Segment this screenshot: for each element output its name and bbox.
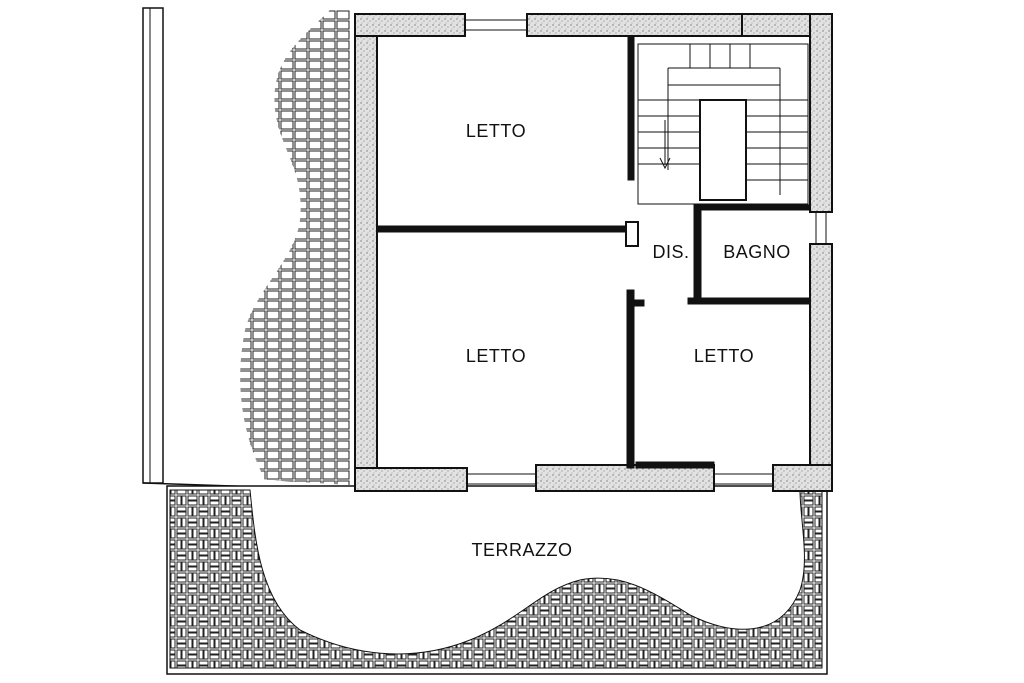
staircase [637,43,809,205]
room-label-letto-right: LETTO [694,346,754,366]
outer-walls [354,13,833,492]
room-label-letto-top: LETTO [466,121,526,141]
interior-walls [376,35,811,469]
left-porch [142,7,356,491]
room-label-dis: DIS. [652,242,689,262]
room-label-terrazzo: TERRAZZO [472,540,573,560]
room-label-letto-mid: LETTO [466,346,526,366]
room-label-bagno: BAGNO [723,242,791,262]
windows [465,19,827,485]
terrazzo-area [166,485,828,675]
